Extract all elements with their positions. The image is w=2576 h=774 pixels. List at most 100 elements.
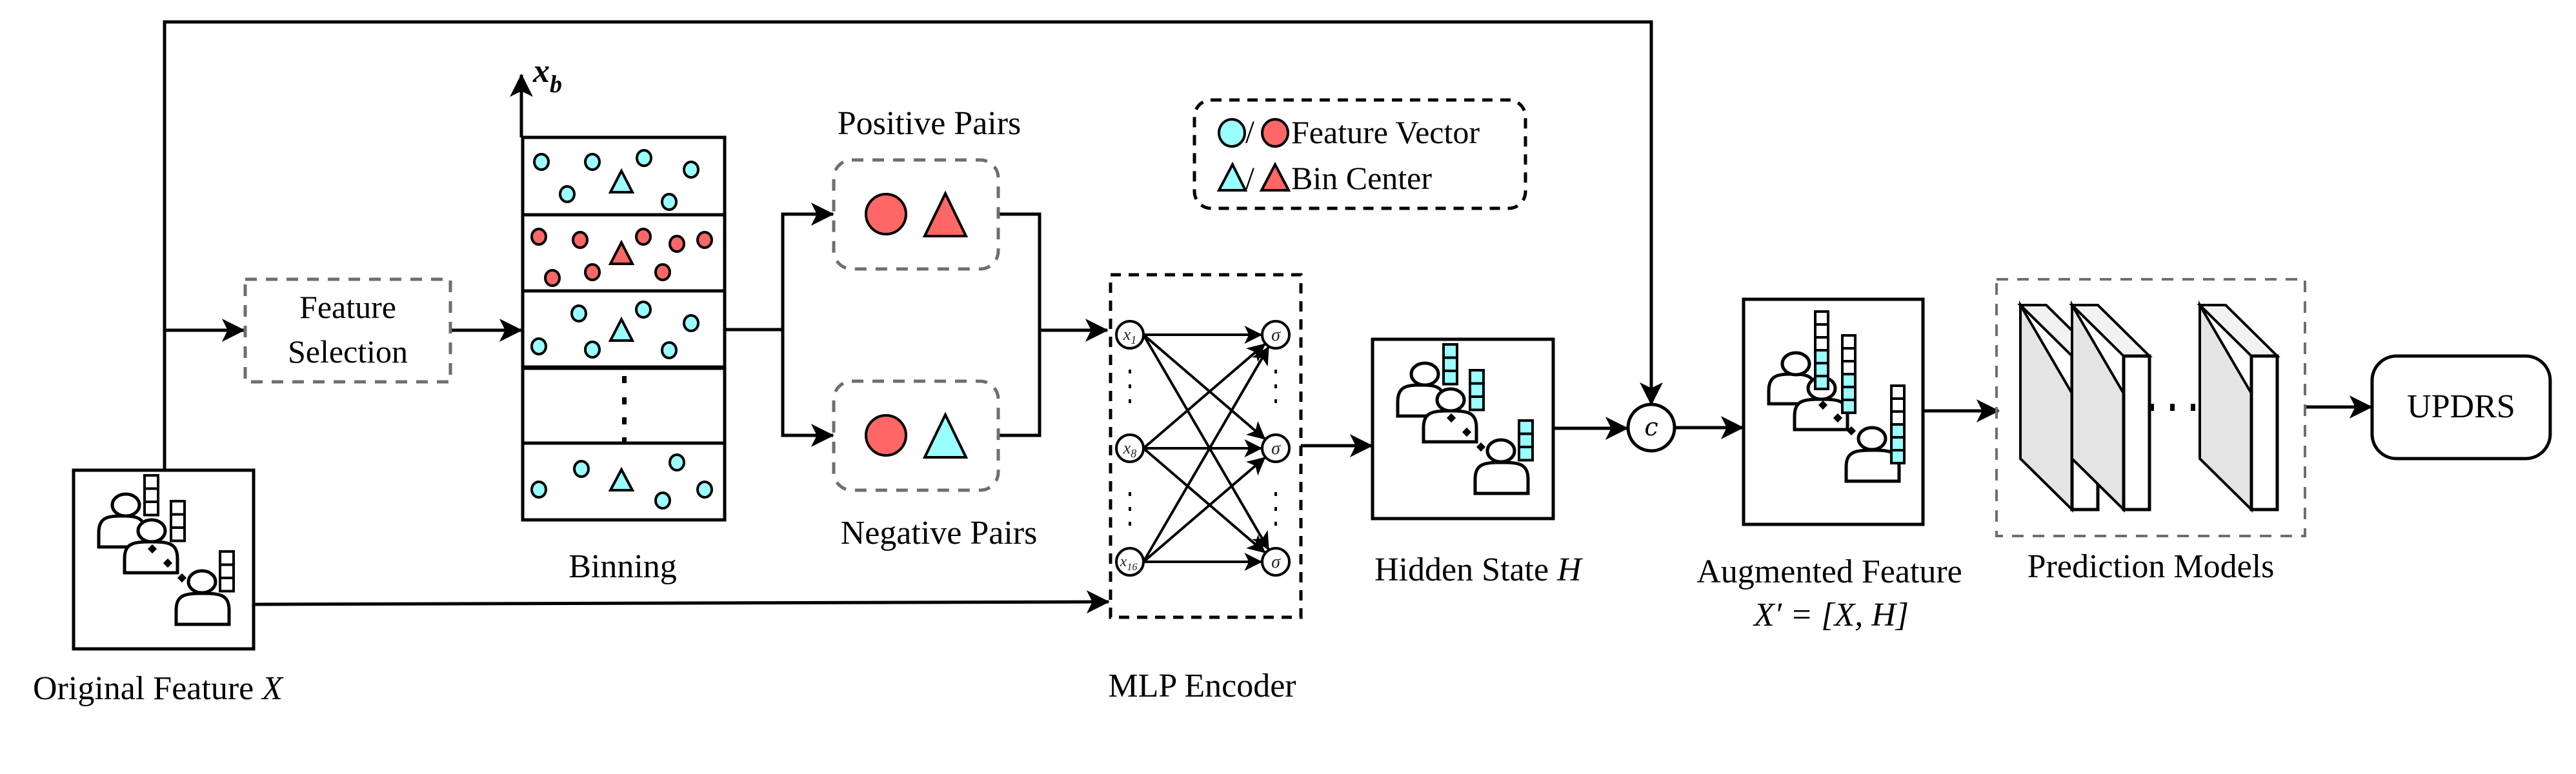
bin-ellipsis-dot: [622, 376, 627, 383]
person-body-icon: [1473, 461, 1530, 495]
bin-center-triangle: [608, 239, 635, 265]
svg-text:σ: σ: [1271, 552, 1281, 572]
arrow-to-positive-pairs: [781, 203, 834, 330]
feature-cell: [1890, 384, 1906, 400]
concat-symbol: c: [1644, 413, 1658, 441]
feature-vector-point: [584, 263, 601, 281]
mlp-edge: [1142, 342, 1266, 450]
person-head-icon: [1435, 387, 1466, 413]
feature-cell: [1814, 362, 1829, 377]
feature-cell: [1442, 356, 1458, 372]
legend-item-feature-vector: Feature Vector: [1291, 114, 1480, 150]
feature-cell: [1469, 382, 1485, 398]
mlp-activation-node: σ: [1261, 433, 1291, 463]
feature-cell: [143, 501, 159, 517]
augmented-feature-formula: X′ = [X, H]: [1753, 597, 1909, 633]
feature-vector-point: [573, 460, 590, 478]
positive-pairs-box: [832, 158, 1000, 271]
feature-cell: [1442, 370, 1458, 386]
feature-vector-point: [635, 228, 652, 246]
feature-vector-point: [572, 231, 589, 249]
feature-selection-block: Feature Selection: [243, 277, 452, 384]
feature-vector-point: [544, 269, 561, 287]
negative-pairs-label: Negative Pairs: [841, 515, 1038, 551]
ellipsis-diamond: [147, 544, 157, 554]
positive-pairs-label: Positive Pairs: [838, 105, 1021, 142]
augmented-feature-label: Augmented Feature: [1696, 553, 1962, 590]
connectors: [163, 20, 2373, 614]
feature-cell: [1890, 449, 1906, 464]
feature-vector-point: [696, 481, 713, 499]
feature-cell: [1469, 395, 1485, 412]
binning-block: xb Binning: [510, 53, 727, 585]
feature-cell: [1814, 323, 1829, 339]
feature-vector-point: [636, 149, 652, 167]
bin-center-triangle: [608, 316, 635, 342]
svg-text:x1: x1: [1123, 325, 1137, 346]
legend-separator: /: [1245, 160, 1254, 196]
feature-vector-point: [584, 153, 601, 171]
arrow-original-to-mlp: [253, 590, 1110, 614]
mlp-encoder-box: [1109, 273, 1303, 619]
feature-vector-point: [584, 341, 601, 359]
arrow-to-negative-pairs: [781, 330, 834, 447]
bin-axis-label: xb: [532, 53, 562, 98]
mlp-input-node: x16: [1115, 547, 1145, 577]
bin-ellipsis-dot: [622, 417, 627, 424]
skip-connection-line: [163, 20, 1663, 470]
feature-cell: [1841, 386, 1857, 401]
person-head-icon: [1485, 438, 1516, 464]
person-head-icon: [1780, 351, 1811, 377]
feature-cell: [219, 577, 235, 593]
feature-cell: [1518, 419, 1534, 435]
negative-pairs-block: Negative Pairs: [832, 379, 1038, 551]
mlp-input-node: x1: [1115, 320, 1145, 350]
model-slabs: [2017, 300, 2280, 513]
feature-vector-point: [570, 304, 587, 322]
ellipsis-diamond: [163, 558, 173, 568]
mlp-edge: [1142, 346, 1270, 563]
person-head-icon: [136, 518, 167, 544]
feature-vector-point: [683, 314, 699, 332]
legend-separator: /: [1245, 114, 1254, 150]
positive-feature-vector: [865, 193, 907, 235]
feature-vector-point: [635, 301, 652, 319]
person-head-icon: [1857, 426, 1887, 452]
feature-vector-point: [559, 185, 576, 203]
feature-vector-point: [654, 263, 671, 281]
feature-cell: [1518, 432, 1534, 448]
legend: / Feature Vector / Bin Center: [1192, 98, 1527, 210]
feature-selection-label-line1: Feature: [299, 289, 396, 325]
model-slab-icon: [2197, 300, 2280, 513]
bin-center-triangle: [608, 168, 635, 194]
negative-feature-vector: [865, 414, 907, 457]
mlp-edges: [1142, 326, 1270, 571]
prediction-models-box: [1995, 278, 2306, 537]
feature-vector-point: [661, 341, 678, 359]
model-slab-icon: [2069, 300, 2153, 513]
mlp-edge: [1142, 333, 1266, 441]
feature-cell: [1518, 446, 1534, 462]
svg-text:σ: σ: [1271, 439, 1281, 459]
feature-vector-point: [696, 231, 713, 249]
mlp-encoder-label: MLP Encoder: [1108, 668, 1296, 704]
prediction-models-block: Prediction Models: [1995, 278, 2306, 585]
original-feature-label: Original Feature X: [33, 670, 284, 707]
feature-cell: [143, 474, 159, 490]
feature-cell: [1890, 436, 1906, 452]
mlp-ellipsis: [1129, 370, 1277, 526]
feature-cell: [1469, 369, 1485, 385]
legend-red-triangle-icon: [1259, 161, 1291, 192]
feature-selection-label-line2: Selection: [288, 333, 408, 370]
feature-cell: [1814, 349, 1829, 364]
legend-cyan-circle-icon: [1218, 118, 1246, 148]
people-icon-group: [97, 474, 235, 626]
feature-vector-point: [530, 228, 547, 246]
feature-cell: [219, 563, 235, 579]
legend-box: [1192, 98, 1527, 210]
binning-label: Binning: [569, 548, 677, 585]
mlp-input-node: x8: [1115, 433, 1145, 463]
feature-cell: [1890, 423, 1906, 439]
updrs-output: UPDRS: [2370, 354, 2552, 461]
mlp-activation-node: σ: [1261, 320, 1291, 350]
